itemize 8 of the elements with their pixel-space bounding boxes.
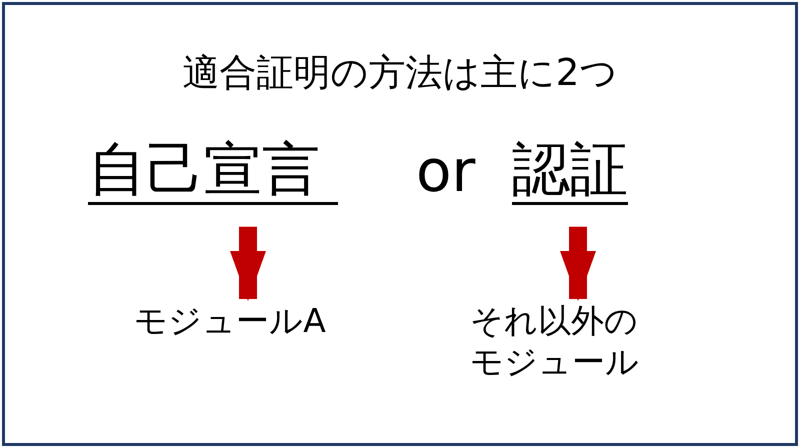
connector-word: or: [416, 140, 476, 204]
heading-term: 認証: [512, 138, 628, 205]
module-text: それ以外のモジュール: [470, 300, 645, 382]
title: 適合証明の方法は主に2つ: [182, 50, 618, 96]
block-arrow: [230, 226, 266, 301]
block-arrow: [560, 226, 596, 301]
heading-term: 自己宣言: [88, 138, 338, 205]
module-text: モジュールA: [100, 300, 360, 342]
